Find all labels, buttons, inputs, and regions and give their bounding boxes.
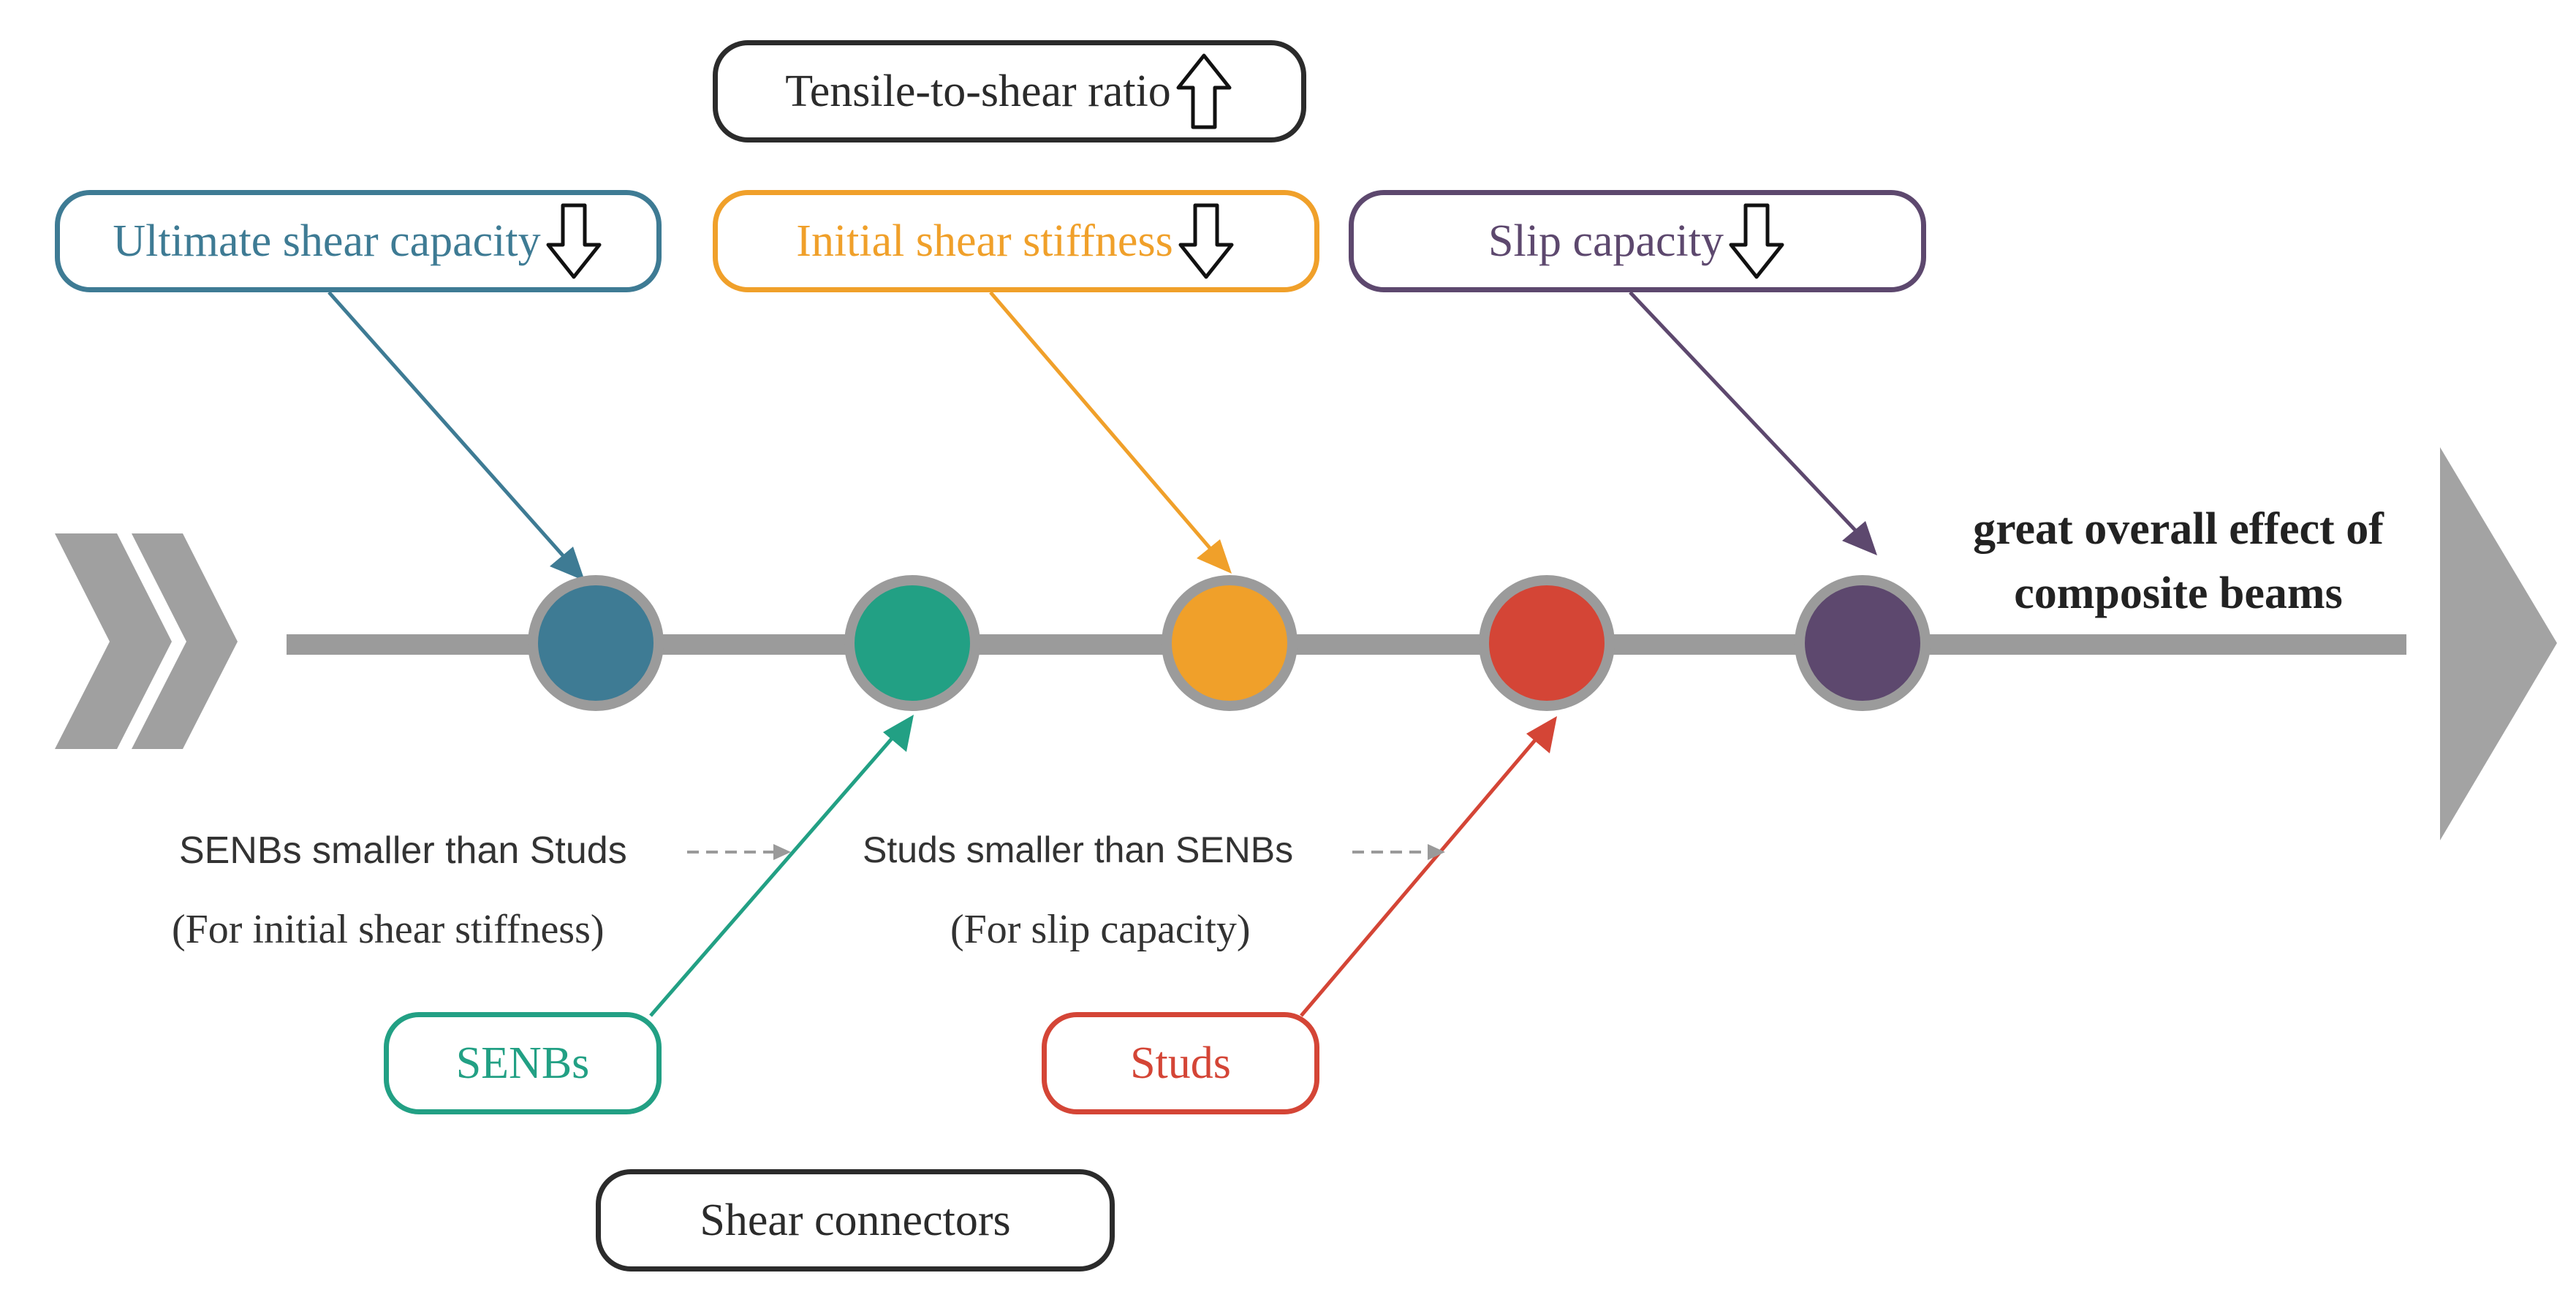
dashed-arrow-left	[687, 844, 791, 860]
arrow-up-outline-icon	[1176, 53, 1232, 129]
slip-box: Slip capacity	[1349, 190, 1926, 292]
shear-connectors-box: Shear connectors	[596, 1169, 1115, 1272]
initial-label: Initial shear stiffness	[796, 216, 1173, 266]
studs-connector-arrow	[1300, 716, 1557, 1017]
arrow-down-outline-icon	[546, 203, 602, 279]
note-senbs-vs-studs: SENBs smaller than Studs	[179, 829, 627, 872]
node-studs	[1479, 575, 1615, 711]
ultimate-label: Ultimate shear capacity	[113, 216, 541, 266]
senbs-connector-arrow	[649, 715, 914, 1017]
initial-connector-arrow	[989, 291, 1232, 574]
ultimate-box: Ultimate shear capacity	[55, 190, 662, 292]
node-initial	[1162, 575, 1298, 711]
result-line-2: composite beams	[2014, 569, 2343, 618]
note-studs-vs-senbs-sub: (For slip capacity)	[950, 907, 1251, 952]
studs-label: Studs	[1130, 1038, 1231, 1088]
initial-box: Initial shear stiffness	[713, 190, 1319, 292]
senbs-box: SENBs	[384, 1012, 662, 1114]
tensile-ratio-label: Tensile-to-shear ratio	[785, 66, 1171, 116]
ultimate-connector-arrow	[327, 291, 585, 581]
studs-box: Studs	[1042, 1012, 1319, 1114]
arrow-down-outline-icon	[1729, 203, 1784, 279]
note-studs-vs-senbs: Studs smaller than SENBs	[863, 829, 1294, 870]
result-text: great overall effect of composite beams	[1922, 497, 2434, 626]
slip-label: Slip capacity	[1488, 216, 1724, 266]
senbs-label: SENBs	[455, 1038, 590, 1088]
result-line-1: great overall effect of	[1973, 504, 2384, 554]
arrow-down-outline-icon	[1178, 203, 1234, 279]
node-ultimate	[528, 575, 664, 711]
triangle-arrow-head-icon	[2440, 447, 2557, 840]
tensile-ratio-box: Tensile-to-shear ratio	[713, 40, 1306, 142]
node-slip	[1795, 575, 1931, 711]
double-chevron-right-icon	[55, 533, 238, 749]
shear-connectors-label: Shear connectors	[700, 1195, 1011, 1245]
node-senbs	[844, 575, 980, 711]
slip-connector-arrow	[1629, 291, 1877, 555]
note-senbs-vs-studs-sub: (For initial shear stiffness)	[172, 907, 605, 952]
dashed-arrow-right	[1352, 844, 1445, 860]
